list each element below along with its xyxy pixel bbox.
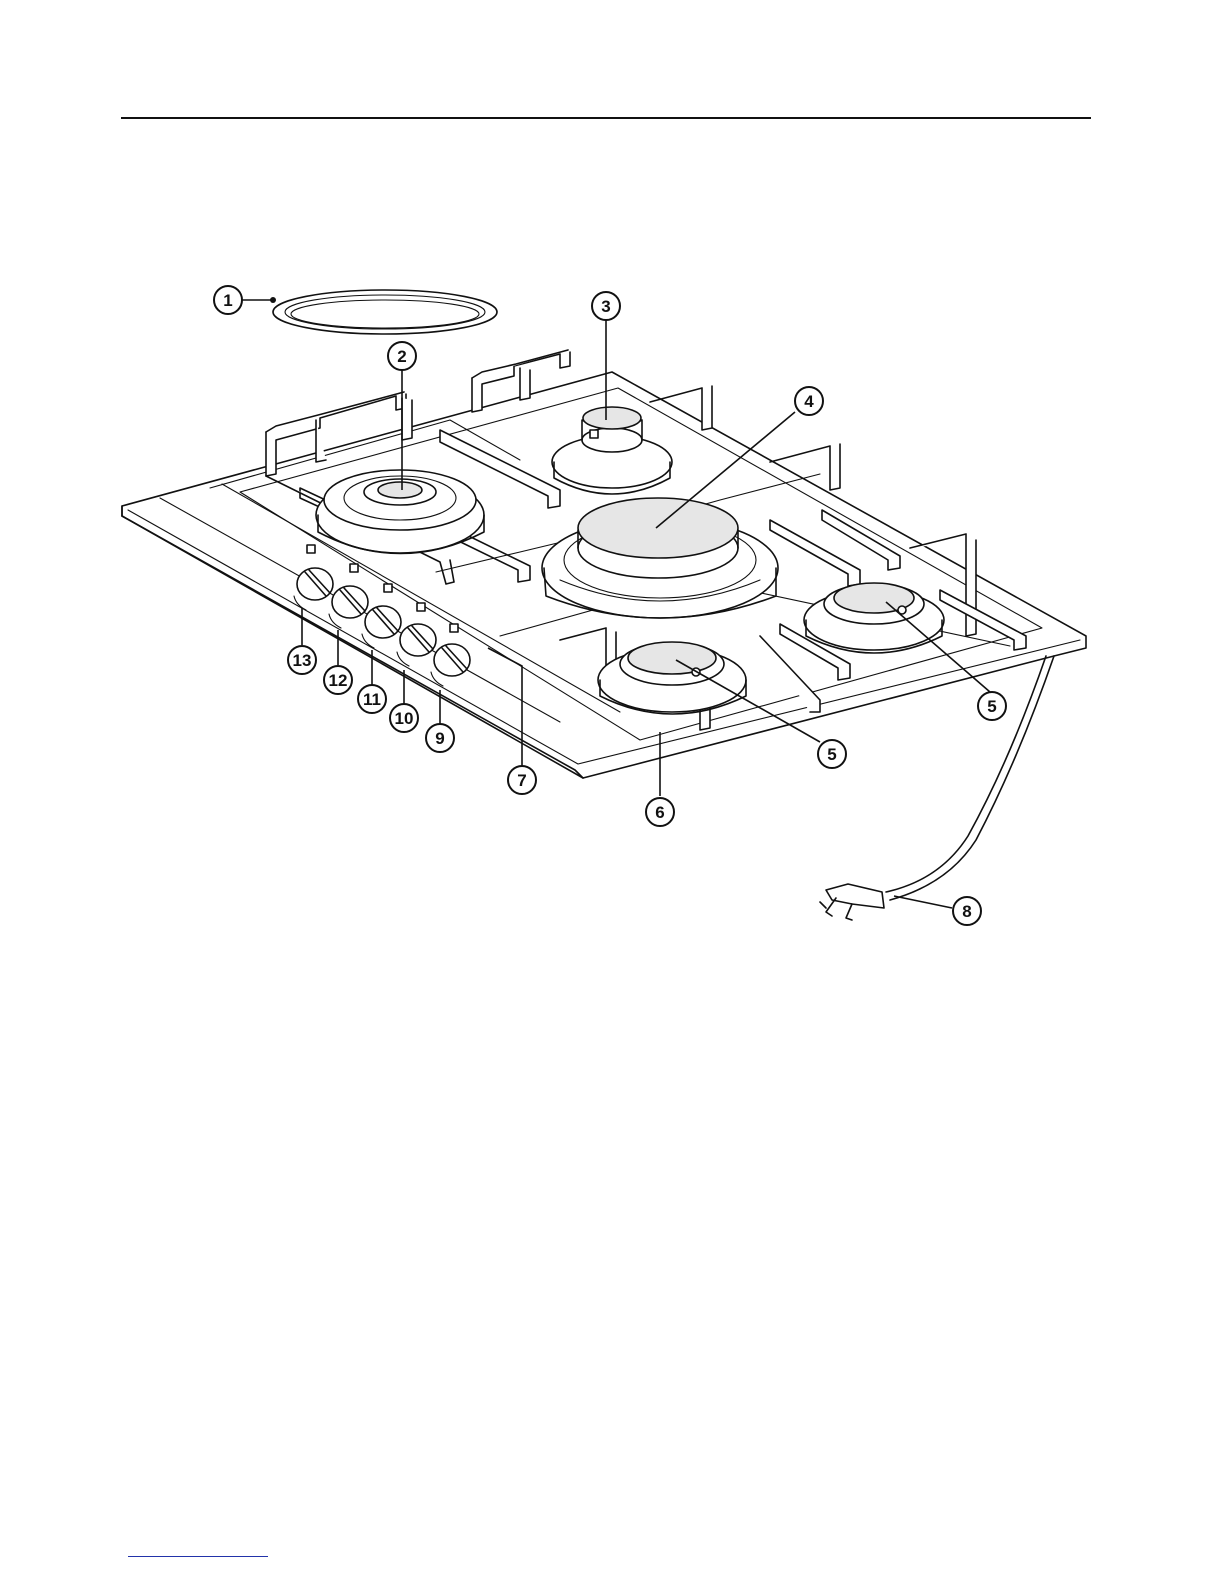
svg-text:6: 6 bbox=[655, 803, 664, 822]
callout-6: 6 bbox=[646, 798, 674, 826]
callout-7: 7 bbox=[508, 766, 536, 794]
svg-text:7: 7 bbox=[517, 771, 526, 790]
svg-text:3: 3 bbox=[601, 297, 610, 316]
svg-text:2: 2 bbox=[397, 347, 406, 366]
callout-1: 1 bbox=[214, 286, 242, 314]
callout-11: 11 bbox=[358, 685, 386, 713]
svg-text:1: 1 bbox=[223, 291, 232, 310]
callout-4: 4 bbox=[795, 387, 823, 415]
svg-text:13: 13 bbox=[293, 651, 312, 670]
svg-text:5: 5 bbox=[827, 745, 836, 764]
power-plug bbox=[820, 884, 884, 920]
callout-5a: 5 bbox=[978, 692, 1006, 720]
callout-13: 13 bbox=[288, 646, 316, 674]
svg-text:10: 10 bbox=[395, 709, 414, 728]
svg-text:11: 11 bbox=[363, 690, 381, 709]
callout-3: 3 bbox=[592, 292, 620, 320]
svg-text:5: 5 bbox=[987, 697, 996, 716]
callout-10: 10 bbox=[390, 704, 418, 732]
footer-rule bbox=[128, 1556, 268, 1557]
svg-text:9: 9 bbox=[435, 729, 444, 748]
burner-rear-left bbox=[316, 470, 484, 554]
svg-text:12: 12 bbox=[329, 671, 348, 690]
callout-12: 12 bbox=[324, 666, 352, 694]
callout-8: 8 bbox=[953, 897, 981, 925]
svg-text:4: 4 bbox=[804, 392, 814, 411]
callout-9: 9 bbox=[426, 724, 454, 752]
callout-5b: 5 bbox=[818, 740, 846, 768]
svg-text:8: 8 bbox=[962, 902, 971, 921]
seal-ring bbox=[273, 290, 497, 334]
callout-2: 2 bbox=[388, 342, 416, 370]
